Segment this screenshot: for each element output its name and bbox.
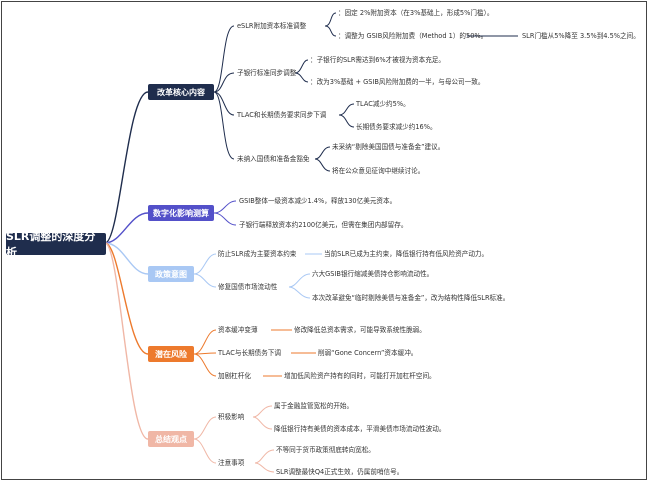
item-subsidiary-standard: 子银行标准同步调整 — [237, 69, 297, 77]
item-subsidiary-release: 子银行端释放资本约2100亿美元，但需在集团内部留存。 — [239, 221, 408, 229]
item-gsib-tier1: GSIB整体一级资本减少1.4%，释放130亿美元资本。 — [239, 197, 397, 205]
sub-eslr-fixed: ：固定 2%附加资本（在3%基础上，形成5%门槛）。 — [338, 9, 494, 17]
sub-subsidiary-3pct: ：改为3%基础 + GSIB风险附加费的一半，与母公司一致。 — [310, 78, 485, 86]
item-prevent-slr-constraint: 防止SLR成为主要资本约束 — [218, 250, 297, 258]
sub-public-comment: 将在公众意见征询中继续讨论。 — [332, 167, 425, 175]
item-thinner-buffer: 资本缓冲变薄 — [218, 326, 258, 334]
sub-eslr-gsib: ：调整为 GSIB风险附加费（Method 1）的50%。 — [338, 32, 488, 40]
item-repair-liquidity: 修复国债市场流动性 — [218, 283, 278, 291]
sub-systemic-fragility: 修改降低总资本需求，可能导致系统性脆弱。 — [294, 326, 426, 334]
sub-deregulation-start: 属于金融监管宽松的开始。 — [274, 402, 354, 410]
sub-ltd-16pct: 长期债务要求减少约16%。 — [356, 123, 437, 131]
sub-not-easing: 不等同于货币政策彻底转向宽松。 — [276, 446, 375, 454]
sub-gone-concern: 削弱“Gone Concern”资本缓冲。 — [318, 349, 418, 357]
branch-summary-view: 总结观点 — [148, 431, 194, 447]
item-tlac-lowered: TLAC与长期债务下调 — [218, 349, 282, 357]
sub-not-adopted: 未采纳“剔除美国国债与准备金”建议。 — [332, 143, 445, 151]
item-leverage: 加剧杠杆化 — [218, 372, 251, 380]
sub-slr-main-constraint: 当前SLR已成为主约束，降低银行持有低风险资产动力。 — [324, 250, 489, 258]
sub-tlac-5pct: TLAC减少约5%。 — [356, 100, 410, 108]
sub-gsib-holdings: 六大GSIB银行缩减美债持仓影响流动性。 — [312, 270, 434, 278]
branch-reform-core: 改革核心内容 — [148, 84, 214, 100]
item-caveats: 注意事项 — [218, 459, 245, 467]
item-eslr-adjustment: eSLR附加资本标准调整 — [237, 22, 307, 30]
item-tlac-ltd: TLAC和长期债务要求同步下调 — [237, 111, 327, 119]
sub-subsidiary-6pct: ：子银行的SLR需达到6%才被视为资本充足。 — [310, 56, 445, 64]
item-treasury-exemption: 未纳入国债和准备金豁免 — [237, 155, 310, 163]
item-positive-impact: 积极影响 — [218, 413, 245, 421]
root-node: SLR调整的深度分析 — [6, 230, 106, 259]
branch-impact-estimate: 数字化影响测算 — [148, 205, 214, 221]
branch-policy-intent: 政策意图 — [148, 266, 194, 282]
sub-structural-lowering: 本次改革避免“临时剔除美债与准备金”，改为结构性降低SLR标准。 — [312, 294, 510, 302]
sub-leverage-space: 增加低风险资产持有的同时，可能打开加杠杆空间。 — [284, 372, 436, 380]
sub-lower-cost: 降低银行持有美债的资本成本，平滑美债市场流动性波动。 — [274, 425, 446, 433]
sub-q4-effective: SLR调整最快Q4正式生效，仍属前哨信号。 — [276, 468, 404, 476]
sub-slr-threshold: SLR门槛从5%降至 3.5%到4.5%之间。 — [522, 32, 640, 40]
branch-potential-risk: 潜在风险 — [148, 346, 194, 362]
